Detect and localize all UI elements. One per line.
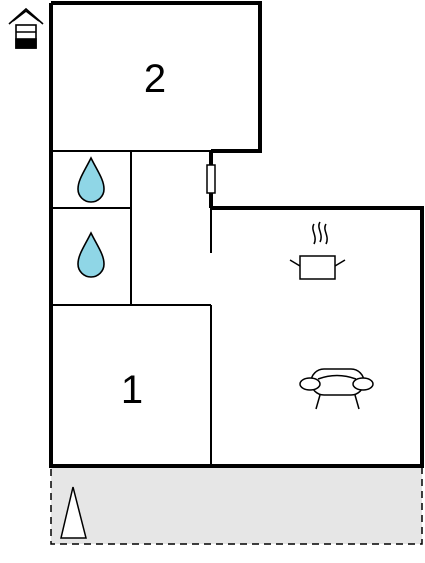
room-1-label: 1: [121, 368, 143, 412]
compass-arrow-icon: [60, 486, 87, 539]
room-2-label: 2: [144, 57, 166, 101]
terrace-area: [50, 465, 423, 545]
cooking-pot-icon: [289, 221, 346, 280]
window-icon: [206, 164, 216, 194]
floor-level-icon: [8, 7, 44, 49]
water-drop-icon: [77, 156, 105, 203]
water-drop-icon: [77, 231, 105, 278]
inner-walls: [51, 150, 212, 466]
sofa-icon: [299, 368, 374, 410]
outer-walls: [49, 1, 424, 468]
